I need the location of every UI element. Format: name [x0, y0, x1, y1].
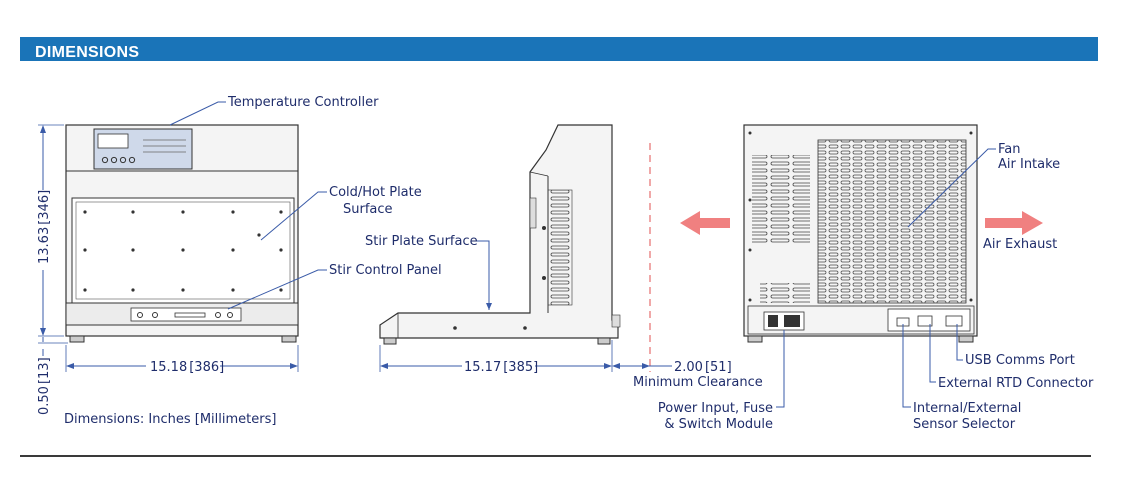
section-title: DIMENSIONS — [35, 44, 140, 61]
callout-power-line1: Power Input, Fuse — [658, 401, 773, 416]
side-vents — [547, 189, 573, 306]
callout-fan-line2: Air Intake — [998, 157, 1060, 172]
callout-power-line2: & Switch Module — [664, 417, 773, 432]
callout-usb: USB Comms Port — [965, 353, 1075, 368]
bottom-divider — [20, 455, 1091, 457]
callout-sensor-line2: Sensor Selector — [913, 417, 1016, 432]
stir-control-panel — [130, 307, 242, 322]
rear-vents-left — [752, 155, 810, 245]
controller-button — [119, 156, 127, 164]
front-view: Temperature Controller Cold/Hot Plate Su… — [34, 95, 442, 427]
air-exhaust-arrow-icon — [985, 211, 1043, 235]
controller-button — [101, 156, 109, 164]
callout-rtd: External RTD Connector — [938, 376, 1094, 391]
callout-cold-hot-plate-line2: Surface — [343, 202, 393, 217]
rear-view: Fan Air Intake Air Exhaust USB Comms Por… — [658, 124, 1094, 432]
dim-depth-value: 15.17[385] — [464, 360, 538, 375]
fan-grille — [817, 139, 967, 304]
controller-button — [128, 156, 136, 164]
dim-width-value: 15.18[386] — [150, 360, 224, 375]
clearance-label: Minimum Clearance — [633, 375, 763, 390]
dim-height-value: 13.63[346] — [37, 190, 52, 264]
callout-fan-line1: Fan — [998, 142, 1021, 157]
air-intake-arrow-icon — [680, 211, 730, 235]
callout-cold-hot-plate-line1: Cold/Hot Plate — [329, 185, 422, 200]
side-view: Stir Plate Surface 15.17[385] 2.00[51] M… — [365, 124, 763, 390]
controller-display — [97, 133, 129, 149]
units-note: Dimensions: Inches [Millimeters] — [64, 412, 276, 427]
callout-stir-control-panel: Stir Control Panel — [329, 263, 442, 278]
section-header-bar: DIMENSIONS — [20, 37, 1098, 61]
plate-holes — [83, 210, 283, 292]
side-housing — [379, 124, 619, 339]
dim-clearance-value: 2.00[51] — [674, 360, 732, 375]
controller-button — [110, 156, 118, 164]
dim-foot-value: 0.50[13] — [37, 357, 52, 415]
callout-temperature-controller: Temperature Controller — [227, 95, 379, 110]
callout-stir-plate-surface: Stir Plate Surface — [365, 234, 478, 249]
callout-air-exhaust: Air Exhaust — [983, 237, 1057, 252]
callout-sensor-line1: Internal/External — [913, 401, 1021, 416]
